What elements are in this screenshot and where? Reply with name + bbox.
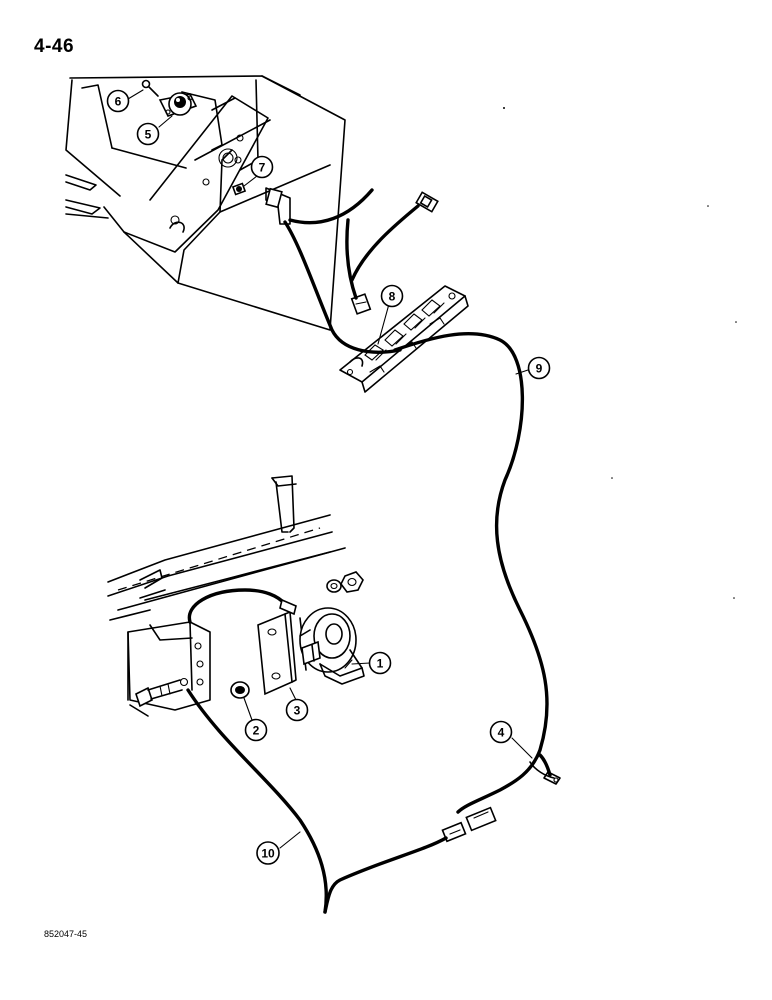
- callout-6: 6: [106, 89, 130, 113]
- callout-2: 2: [244, 718, 268, 742]
- instrument-console: [65, 75, 346, 331]
- horn-button-switch: [158, 92, 198, 117]
- frame-structure: [107, 475, 346, 717]
- horn-harness-lead: [186, 688, 448, 914]
- horn-harness-main: [393, 332, 549, 814]
- scan-specks: [503, 107, 737, 599]
- callout-6-label: 6: [115, 95, 122, 109]
- page-number: 4-46: [34, 36, 75, 57]
- mounting-bolt: [135, 679, 183, 708]
- mounting-screw: [141, 79, 159, 97]
- horn: [299, 607, 365, 685]
- harness-connectors-top: [265, 187, 439, 315]
- callout-9: 9: [527, 356, 551, 380]
- callout-8-label: 8: [389, 290, 396, 304]
- callout-5-label: 5: [145, 128, 152, 142]
- callout-2-label: 2: [253, 724, 260, 738]
- callout-3-label: 3: [294, 704, 301, 718]
- horn-wire-terminal: [187, 588, 297, 624]
- callout-1: 1: [368, 651, 392, 675]
- callout-7: 7: [250, 155, 274, 179]
- callout-3: 3: [285, 698, 309, 722]
- leader-lines: [127, 89, 533, 849]
- ground-terminal: [529, 753, 561, 785]
- callout-1-label: 1: [377, 657, 384, 671]
- callout-5: 5: [136, 122, 160, 146]
- lock-washer: [230, 681, 250, 699]
- fuse-relay-panel: [339, 285, 469, 393]
- harness-wires-top: [283, 188, 420, 354]
- horn-mounting-plate: [257, 611, 297, 696]
- horn-nut-washer: [326, 571, 364, 593]
- figure-id: 852047-45: [44, 929, 88, 939]
- lock-nut: [231, 182, 247, 196]
- callout-9-label: 9: [536, 362, 543, 376]
- callout-4-label: 4: [498, 726, 505, 740]
- callout-10: 10: [256, 841, 280, 865]
- callout-10-label: 10: [261, 847, 275, 861]
- callout-7-label: 7: [259, 161, 266, 175]
- callout-8: 8: [380, 284, 404, 308]
- harness-connector-pair: [441, 806, 497, 843]
- callout-4: 4: [489, 720, 513, 744]
